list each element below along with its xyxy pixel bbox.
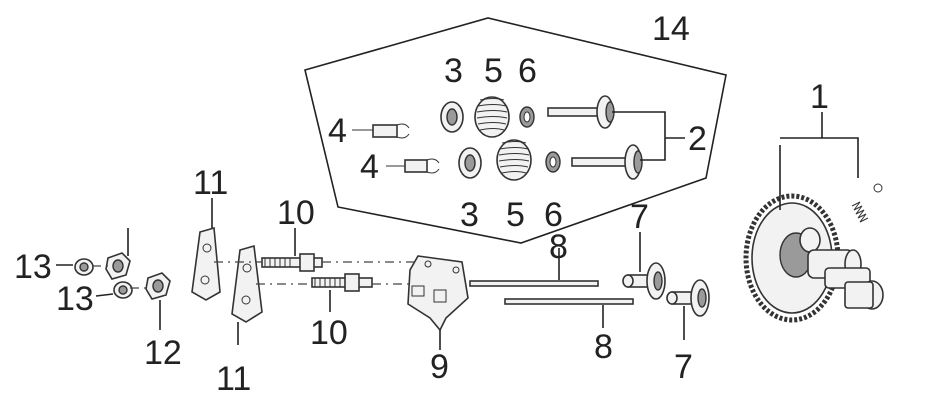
callout-11-bottom: 11 [216, 360, 251, 398]
pivot-ball-lower [145, 272, 171, 300]
pivot-ball-upper [105, 252, 131, 280]
keeper-upper [352, 123, 410, 139]
callout-10-bottom: 10 [310, 314, 348, 352]
callout-2: 2 [688, 120, 707, 158]
rocker-arm-upper [191, 226, 221, 301]
valve-group-outline [304, 17, 727, 244]
lock-nut-lower [113, 281, 133, 299]
callout-6-bottom: 6 [544, 196, 563, 234]
callout-3-top: 3 [444, 52, 463, 90]
callout-13-top: 13 [14, 248, 52, 286]
callout-14: 14 [652, 10, 690, 48]
callout-12: 12 [144, 334, 182, 372]
tappet-upper [622, 262, 666, 300]
spring-lower [496, 139, 532, 181]
camshaft-gear [743, 193, 884, 323]
centerline-upper [92, 261, 418, 267]
seal-lower [545, 151, 561, 173]
callout-11-top: 11 [193, 164, 228, 202]
leader-1 [779, 112, 859, 210]
guide-plate [407, 255, 469, 332]
callout-7-top: 7 [630, 198, 649, 236]
callout-13-bottom: 13 [56, 280, 94, 318]
retainer-lower [458, 147, 482, 179]
seal-upper [519, 106, 535, 128]
callout-6-top: 6 [518, 52, 537, 90]
callout-8-bottom: 8 [594, 328, 613, 366]
centerline-lower [130, 283, 410, 289]
push-rod-lower [504, 298, 634, 305]
valve-lower [571, 144, 643, 180]
rocker-arm-lower [231, 244, 263, 323]
callout-4-top: 4 [328, 112, 347, 150]
spring-pin [851, 183, 883, 223]
callout-9: 9 [430, 348, 449, 386]
stud-lower [311, 273, 373, 292]
callout-3-bottom: 3 [460, 196, 479, 234]
stud-upper [261, 253, 323, 272]
leader-2 [612, 111, 685, 161]
callout-5-bottom: 5 [506, 196, 525, 234]
callout-4-bottom: 4 [360, 148, 379, 186]
leader-13b [95, 293, 114, 297]
push-rod-upper [469, 280, 599, 287]
spring-upper [474, 96, 510, 138]
callout-5-top: 5 [484, 52, 503, 90]
keeper-lower [386, 158, 440, 174]
lock-nut-upper [74, 258, 94, 276]
callout-1: 1 [810, 78, 829, 116]
callout-10-top: 10 [277, 194, 315, 232]
retainer-upper [440, 101, 464, 133]
valve-upper [547, 95, 615, 129]
callout-7-bottom: 7 [674, 348, 693, 386]
callout-8-top: 8 [549, 228, 568, 266]
tappet-lower [666, 279, 710, 317]
